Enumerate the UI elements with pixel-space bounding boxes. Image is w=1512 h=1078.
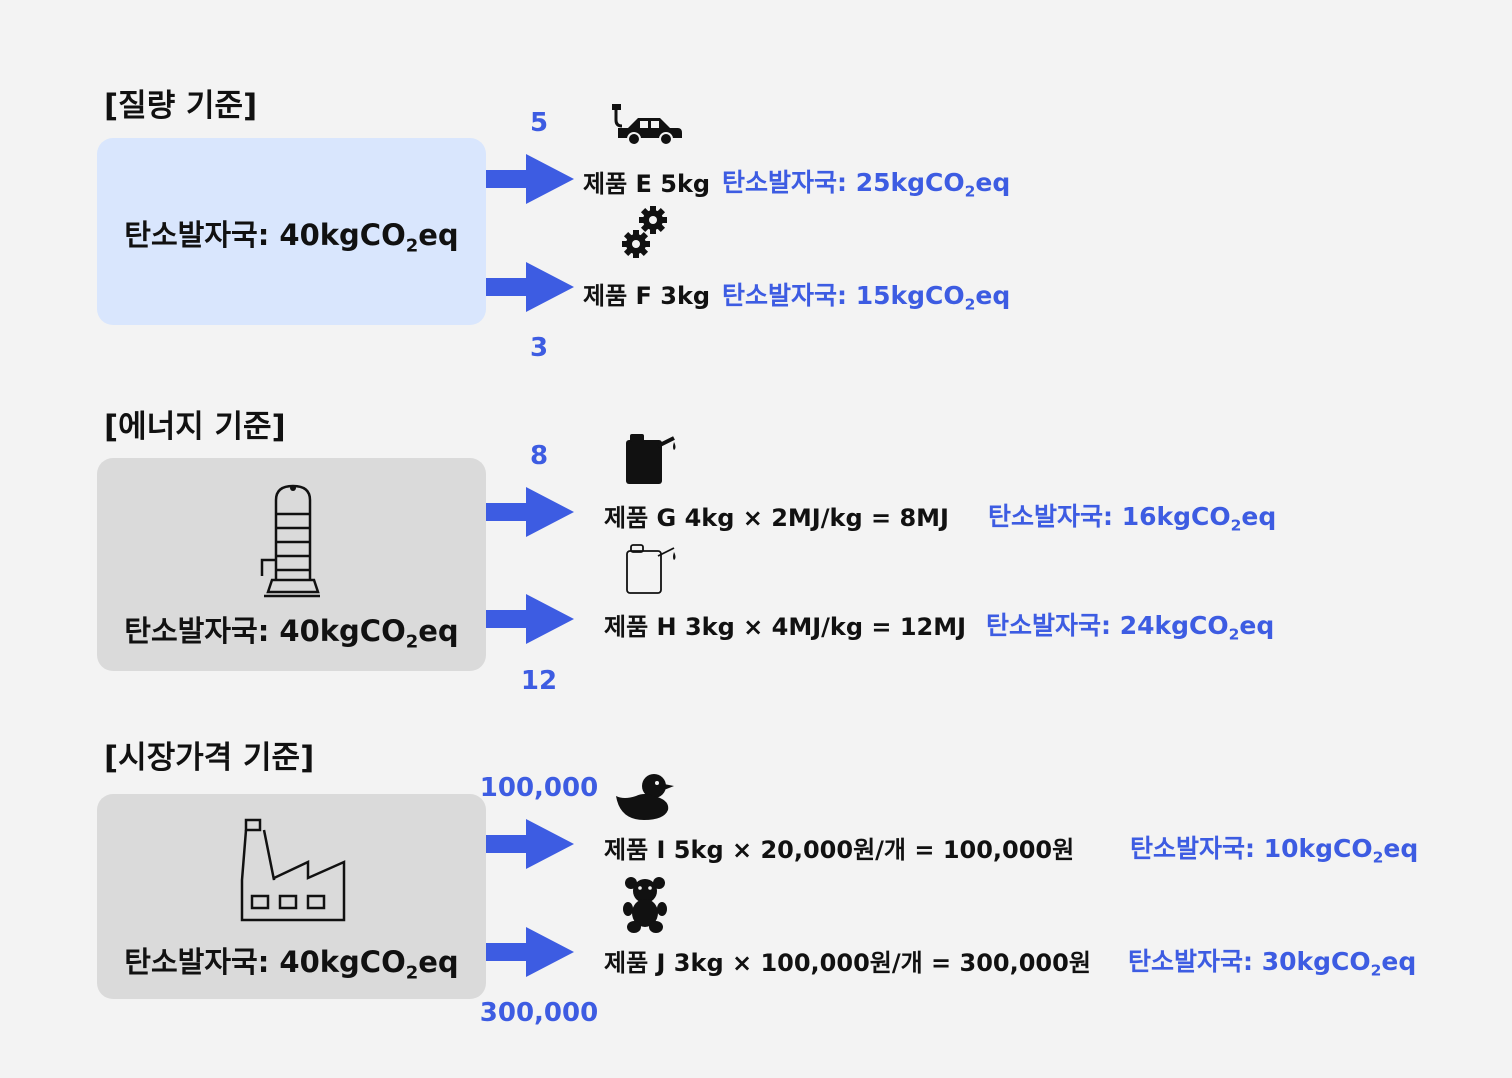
electric-car-icon	[612, 104, 682, 146]
ratio-bottom-energy: 12	[520, 666, 558, 696]
total-footprint-energy: 탄소발자국: 40kgCO2eq	[124, 614, 459, 653]
factory-icon	[240, 818, 346, 922]
ratio-top-mass: 5	[529, 108, 549, 138]
gears-icon	[622, 206, 667, 258]
total-footprint-mass: 탄소발자국: 40kgCO2eq	[124, 218, 459, 257]
total-footprint-market-price: 탄소발자국: 40kgCO2eq	[124, 945, 459, 984]
product-f-emission: 탄소발자국: 15kgCO2eq	[722, 281, 1011, 314]
product-j-label: 제품 J 3kg × 100,000원/개 = 300,000원	[604, 949, 1091, 977]
product-f-label: 제품 F 3kg	[583, 282, 711, 310]
source-box-mass	[97, 138, 486, 325]
distillation-column-icon	[260, 484, 320, 598]
teddy-bear-icon	[623, 877, 667, 933]
fuel-can-filled-icon	[626, 434, 676, 484]
arrow-right-icon	[486, 819, 574, 869]
product-e-emission: 탄소발자국: 25kgCO2eq	[722, 168, 1011, 201]
rubber-duck-icon	[616, 774, 674, 820]
product-j-emission: 탄소발자국: 30kgCO2eq	[1128, 947, 1417, 980]
section-title-market-price: [시장가격 기준]	[104, 740, 315, 776]
product-g-label: 제품 G 4kg × 2MJ/kg = 8MJ	[604, 504, 949, 532]
section-title-mass: [질량 기준]	[104, 88, 258, 124]
source-box-energy	[97, 458, 486, 671]
section-title-energy: [에너지 기준]	[104, 409, 286, 445]
product-i-emission: 탄소발자국: 10kgCO2eq	[1130, 834, 1419, 867]
product-h-emission: 탄소발자국: 24kgCO2eq	[986, 611, 1275, 644]
product-e-label: 제품 E 5kg	[583, 170, 711, 198]
product-h-label: 제품 H 3kg × 4MJ/kg = 12MJ	[604, 613, 967, 641]
product-i-label: 제품 I 5kg × 20,000원/개 = 100,000원	[604, 836, 1075, 864]
ratio-top-energy: 8	[529, 441, 549, 471]
ratio-bottom-mass: 3	[529, 333, 549, 363]
ratio-top-market-price: 100,000	[479, 773, 599, 803]
arrow-right-icon	[486, 487, 574, 537]
fuel-can-outline-icon	[626, 544, 676, 594]
ratio-bottom-market-price: 300,000	[479, 998, 599, 1028]
arrow-right-icon	[486, 927, 574, 977]
arrow-right-icon	[486, 262, 574, 312]
product-g-emission: 탄소발자국: 16kgCO2eq	[988, 502, 1277, 535]
arrow-right-icon	[486, 594, 574, 644]
arrow-right-icon	[486, 154, 574, 204]
